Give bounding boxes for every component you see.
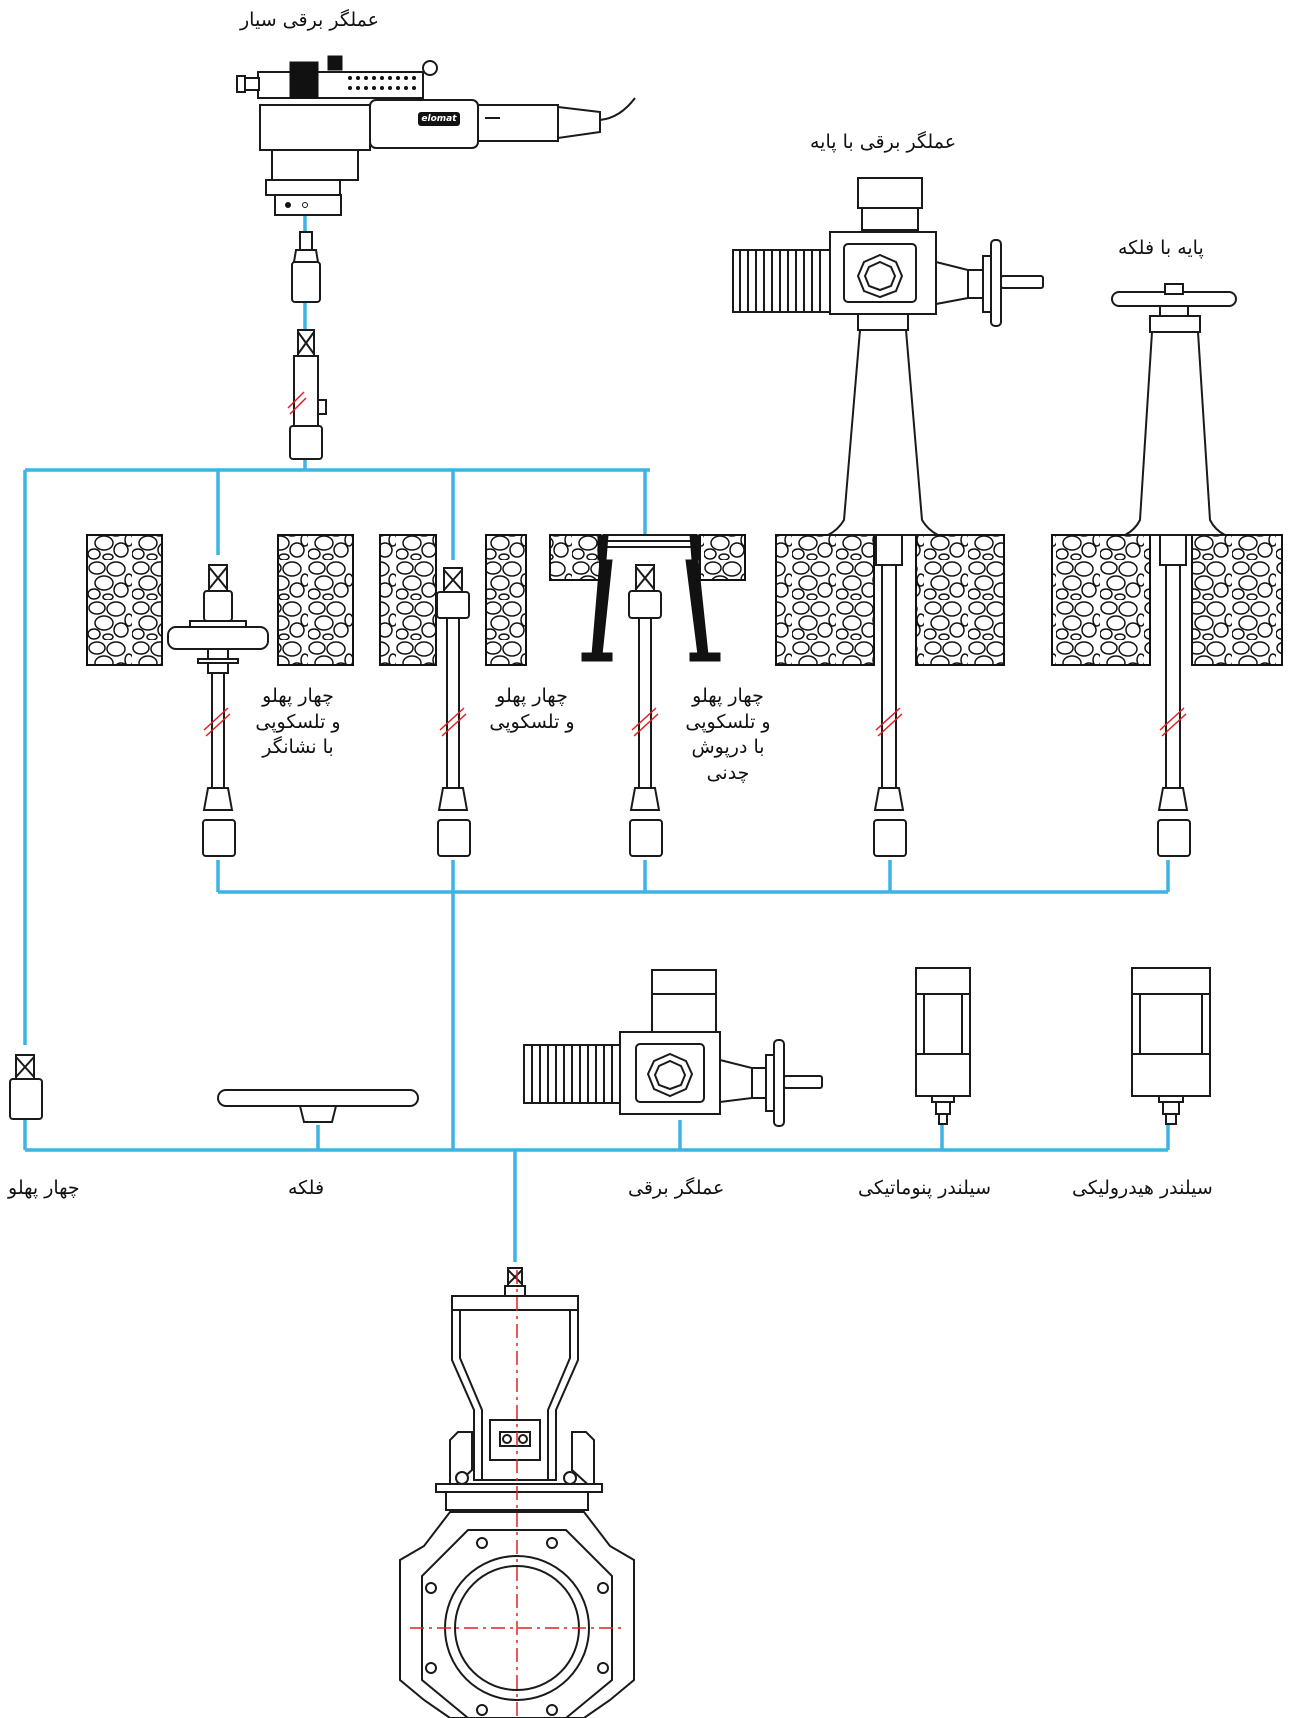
label-handwheel: فلکه — [288, 1177, 325, 1199]
pneumatic-cylinder-illustration — [915, 967, 971, 1125]
connector-lines — [23, 212, 1170, 1262]
label-stand-with-handwheel: پایه با فلکه — [1118, 237, 1204, 259]
label-square: چهار پهلو — [8, 1177, 80, 1199]
handwheel-illustration — [217, 1089, 419, 1123]
stand-with-handwheel-illustration — [1111, 283, 1237, 857]
cast-iron-cover — [581, 534, 721, 662]
label-line: و تلسکوپی — [255, 710, 341, 733]
knife-gate-valve-illustration — [399, 1267, 635, 1718]
label-portable-actuator: عملگر برقی سیار — [240, 9, 379, 31]
electric-actuator-illustration — [523, 969, 823, 1127]
label-line: و تلسکوپی — [685, 710, 771, 733]
spindle-telescopic — [436, 567, 471, 857]
ground-sections — [86, 534, 1283, 666]
portable-actuator-illustration — [236, 55, 636, 460]
label-line: و تلسکوپی — [489, 710, 575, 733]
label-line: با درپوش — [691, 736, 765, 759]
label-square-telescopic-indicator: چهار پهلو و تلسکوپی با نشانگر — [248, 684, 348, 761]
label-line: چهار پهلو — [692, 685, 764, 707]
square-nut-illustration — [9, 1054, 43, 1120]
label-electric-actuator: عملگر برقی — [628, 1177, 725, 1199]
spindle-cast-cover — [628, 564, 663, 857]
brand-badge: elomat — [421, 114, 457, 124]
label-actuator-with-stand: عملگر برقی با پایه — [810, 131, 957, 153]
label-square-telescopic-castcover: چهار پهلو و تلسکوپی با درپوش چدنی — [678, 684, 778, 787]
label-hydraulic-cylinder: سیلندر هیدرولیکی — [1072, 1177, 1213, 1199]
spindle-with-indicator — [167, 564, 269, 857]
label-pneumatic-cylinder: سیلندر پنوماتیکی — [858, 1177, 992, 1199]
label-line: چدنی — [706, 761, 750, 784]
label-line: چهار پهلو — [496, 685, 568, 707]
label-line: چهار پهلو — [262, 685, 334, 707]
actuator-with-stand-illustration — [732, 177, 1044, 857]
label-square-telescopic: چهار پهلو و تلسکوپی — [482, 684, 582, 735]
hydraulic-cylinder-illustration — [1131, 967, 1211, 1125]
label-line: با نشانگر — [262, 736, 334, 759]
